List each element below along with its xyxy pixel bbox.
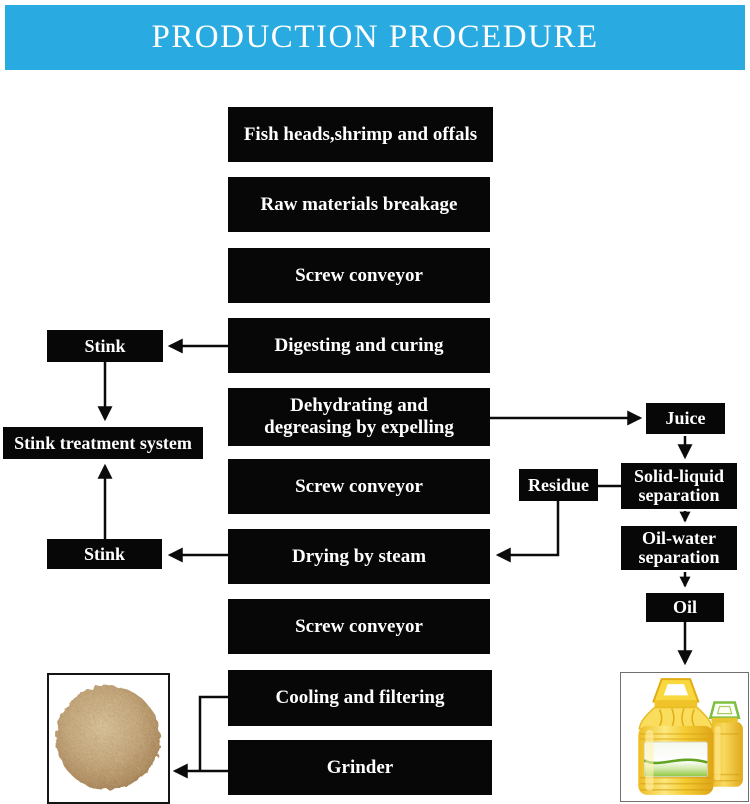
node-stink-treatment: Stink treatment system <box>3 427 203 459</box>
oil-bottles-image <box>620 672 749 802</box>
large-oil-bottle <box>638 678 714 795</box>
node-stink-bottom: Stink <box>47 539 162 569</box>
node-screw-conveyor-3: Screw conveyor <box>228 599 490 654</box>
node-cooling-and-filtering: Cooling and filtering <box>228 670 492 726</box>
node-residue: Residue <box>519 469 598 501</box>
node-screw-conveyor-1: Screw conveyor <box>228 248 490 303</box>
fish-meal-image <box>47 673 170 804</box>
line-cooling-to-grinder-outlet <box>198 695 228 771</box>
node-digesting-and-curing: Digesting and curing <box>228 318 490 373</box>
node-fish-heads-shrimp-offals: Fish heads,shrimp and offals <box>228 107 493 162</box>
node-raw-materials-breakage: Raw materials breakage <box>228 177 490 232</box>
node-screw-conveyor-2: Screw conveyor <box>228 459 490 514</box>
node-grinder: Grinder <box>228 740 492 795</box>
node-juice: Juice <box>646 403 725 434</box>
node-stink-top: Stink <box>47 330 163 362</box>
node-oil: Oil <box>646 593 724 622</box>
powder-mound <box>56 686 160 790</box>
page-title: PRODUCTION PROCEDURE <box>151 19 599 55</box>
node-oil-water-separation: Oil-water separation <box>621 526 737 570</box>
node-drying-by-steam: Drying by steam <box>228 529 490 584</box>
arrow-residue-to-drying <box>495 501 560 563</box>
small-oil-bottle <box>708 701 743 787</box>
node-solid-liquid-separation: Solid-liquid separation <box>621 463 737 509</box>
node-label: Dehydrating and degreasing by expelling <box>264 395 454 438</box>
page-title-banner: PRODUCTION PROCEDURE <box>5 5 745 70</box>
node-dehydrating-degreasing: Dehydrating and degreasing by expelling <box>228 388 490 446</box>
